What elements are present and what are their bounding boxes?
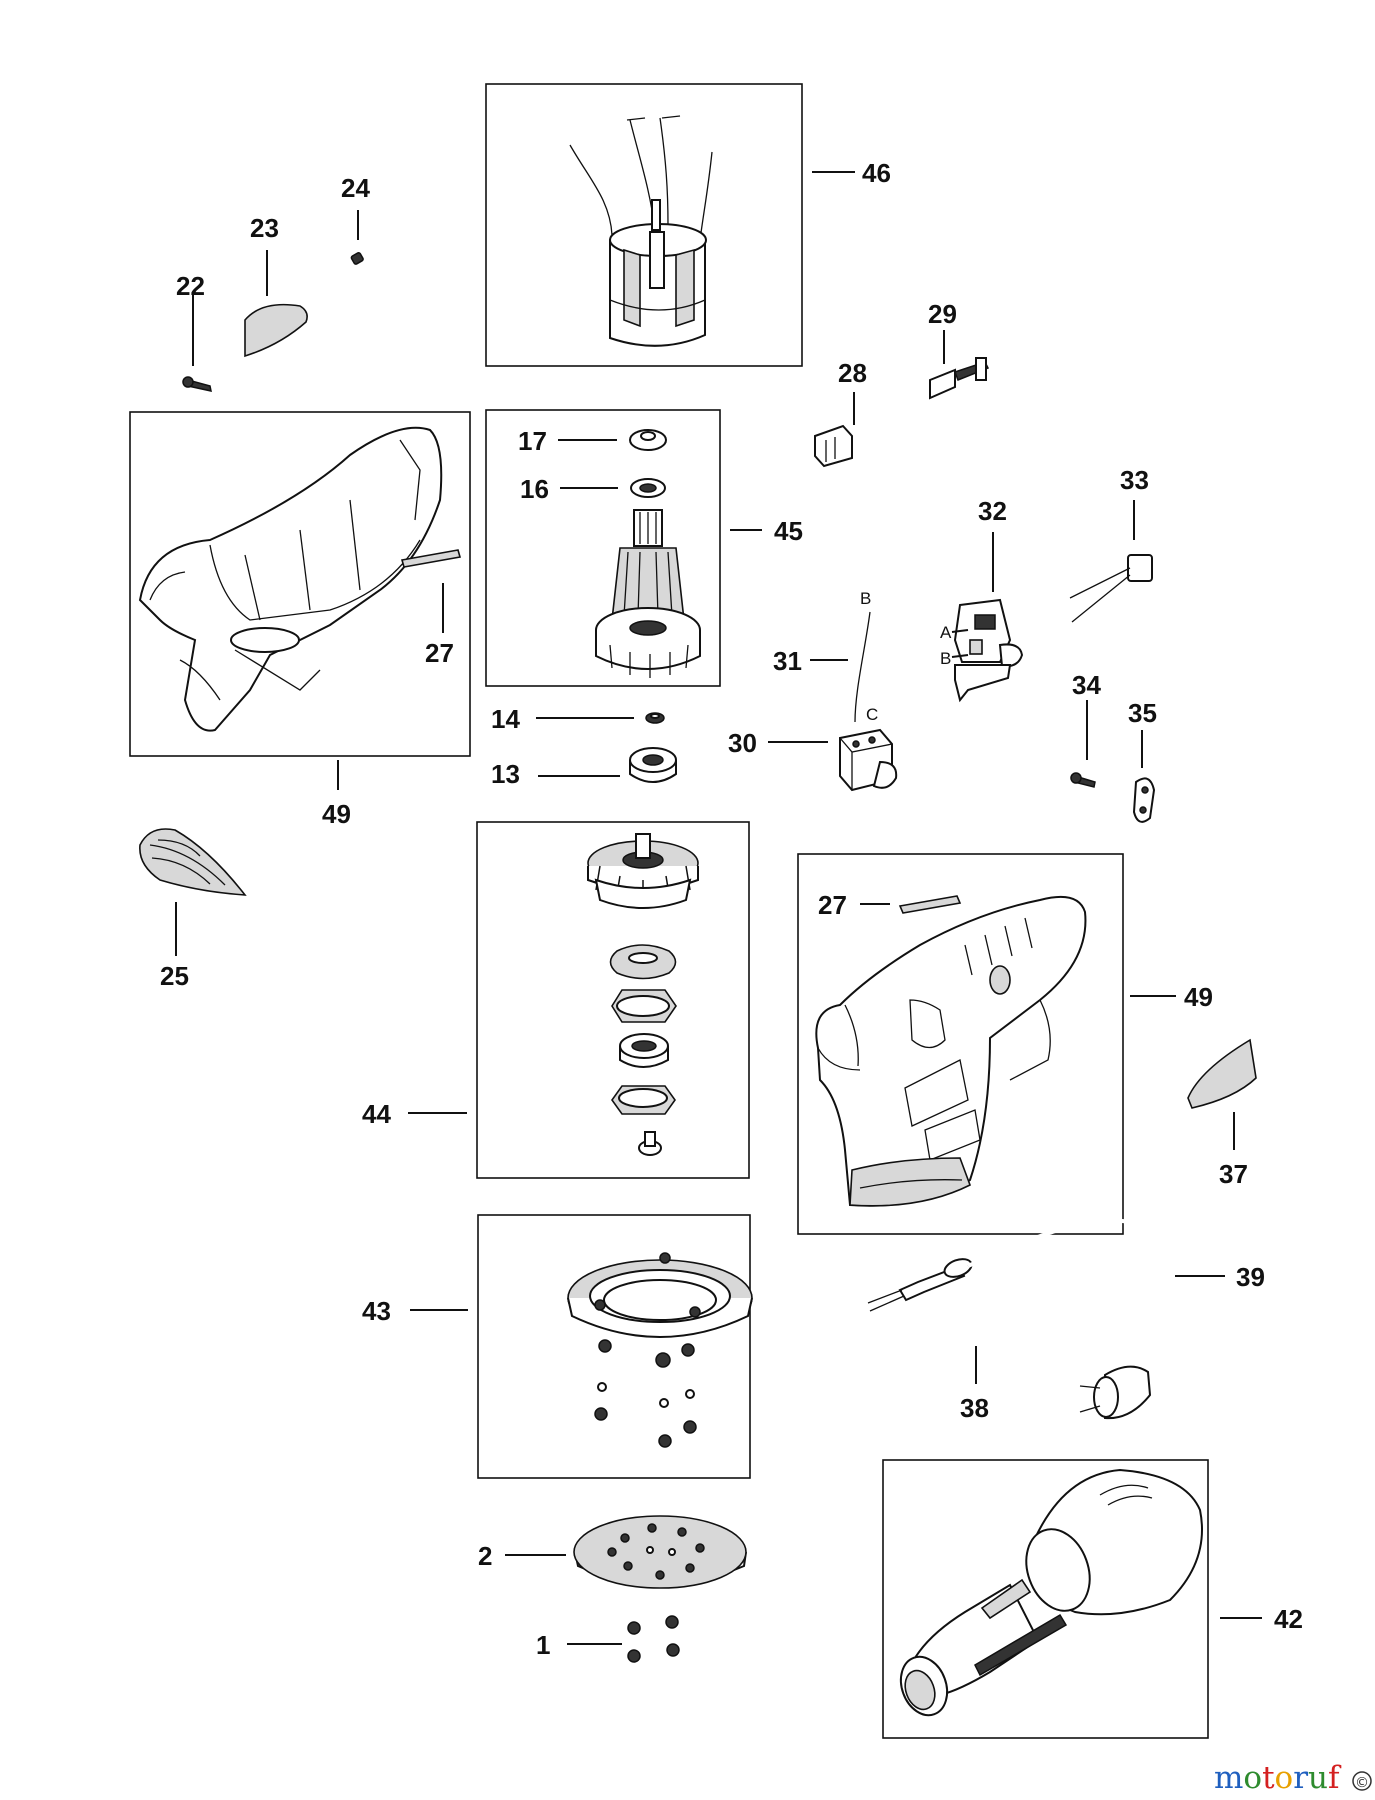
callout-35: 35: [1128, 698, 1157, 728]
callout-44: 44: [362, 1099, 391, 1129]
watermark-letter-m: m: [1214, 1760, 1243, 1796]
part-32-switch: [953, 598, 1024, 703]
watermark-letter-o2: o: [1275, 1760, 1294, 1796]
callout-34: 34: [1072, 670, 1101, 700]
callout-27-left: 27: [425, 638, 454, 668]
box-42: [882, 1459, 1209, 1739]
part-49-housing-half: [129, 411, 471, 757]
callout-16: 16: [520, 474, 549, 504]
box-43: [477, 1214, 751, 1479]
part-31-wire: [854, 611, 871, 723]
callout-33: 33: [1120, 465, 1149, 495]
callout-22: 22: [176, 271, 205, 301]
part-45-armature-group: [485, 409, 721, 687]
svg-text:motoruf: motoruf: [1214, 1760, 1342, 1796]
callout-1: 1: [536, 1630, 550, 1660]
callout-38: 38: [960, 1393, 989, 1423]
callout-37: 37: [1219, 1159, 1248, 1189]
callout-2: 2: [478, 1541, 492, 1571]
sub-label-32-b: B: [940, 649, 951, 668]
part-43-base-plate-group: [477, 1214, 753, 1479]
callout-17: 17: [518, 426, 547, 456]
part-46-stator-group: [485, 83, 803, 367]
part-33-suppressor: [1069, 554, 1153, 623]
callout-39: 39: [1236, 1262, 1265, 1292]
part-25-vent-cover: [139, 828, 247, 896]
callout-28: 28: [838, 358, 867, 388]
sub-label-32-a: A: [940, 623, 952, 642]
part-44-fan-group: [476, 821, 750, 1179]
part-23-cover: [244, 303, 308, 358]
sub-label-30-c: C: [866, 705, 878, 724]
callout-46: 46: [862, 158, 891, 188]
callout-31: 31: [773, 646, 802, 676]
callout-13: 13: [491, 759, 520, 789]
callout-27-right: 27: [818, 890, 847, 920]
callout-30: 30: [728, 728, 757, 758]
part-37-side-cover: [1187, 1038, 1257, 1109]
sub-label-31-b: B: [860, 589, 871, 608]
callout-23: 23: [250, 213, 279, 243]
part-22-screw: [182, 376, 212, 392]
callout-42: 42: [1274, 1604, 1303, 1634]
callout-29: 29: [928, 299, 957, 329]
watermark-letter-o1: o: [1243, 1760, 1262, 1796]
part-24-pin: [350, 252, 364, 265]
box-49-left: [129, 411, 471, 757]
box-44: [476, 821, 750, 1179]
callout-32: 32: [978, 496, 1007, 526]
box-45: [485, 409, 721, 687]
part-39-power-cord: [867, 1218, 1174, 1420]
watermark-letter-f: f: [1328, 1760, 1342, 1796]
part-28-connector: [814, 424, 853, 468]
watermark-letter-r: r: [1293, 1760, 1308, 1796]
callout-14: 14: [491, 704, 520, 734]
callout-49-right: 49: [1184, 982, 1213, 1012]
part-49-sander-assembly: [797, 853, 1124, 1235]
part-30-capacitor: [839, 728, 898, 792]
part-13-bearing: [629, 747, 677, 783]
watermark-letter-t: t: [1262, 1760, 1275, 1796]
callout-24: 24: [341, 173, 370, 203]
box-46: [485, 83, 803, 367]
part-1-screws: [627, 1615, 680, 1663]
part-35-clamp: [1132, 777, 1156, 823]
motoruf-watermark: motoruf ©: [1214, 1760, 1372, 1796]
part-2-sanding-pad: [573, 1515, 747, 1589]
part-27-strip-left: [400, 549, 462, 568]
callout-25: 25: [160, 961, 189, 991]
callout-45: 45: [774, 516, 803, 546]
watermark-letter-u: u: [1308, 1760, 1328, 1796]
box-49-right: [797, 853, 1124, 1235]
part-14-bearing-small: [645, 712, 665, 724]
part-29-terminal: [929, 357, 990, 400]
callout-43: 43: [362, 1296, 391, 1326]
part-34-screw: [1070, 772, 1096, 788]
part-42-dust-bag: [882, 1459, 1209, 1739]
callout-49-left: 49: [322, 799, 351, 829]
copyright-symbol: ©: [1355, 1775, 1369, 1791]
